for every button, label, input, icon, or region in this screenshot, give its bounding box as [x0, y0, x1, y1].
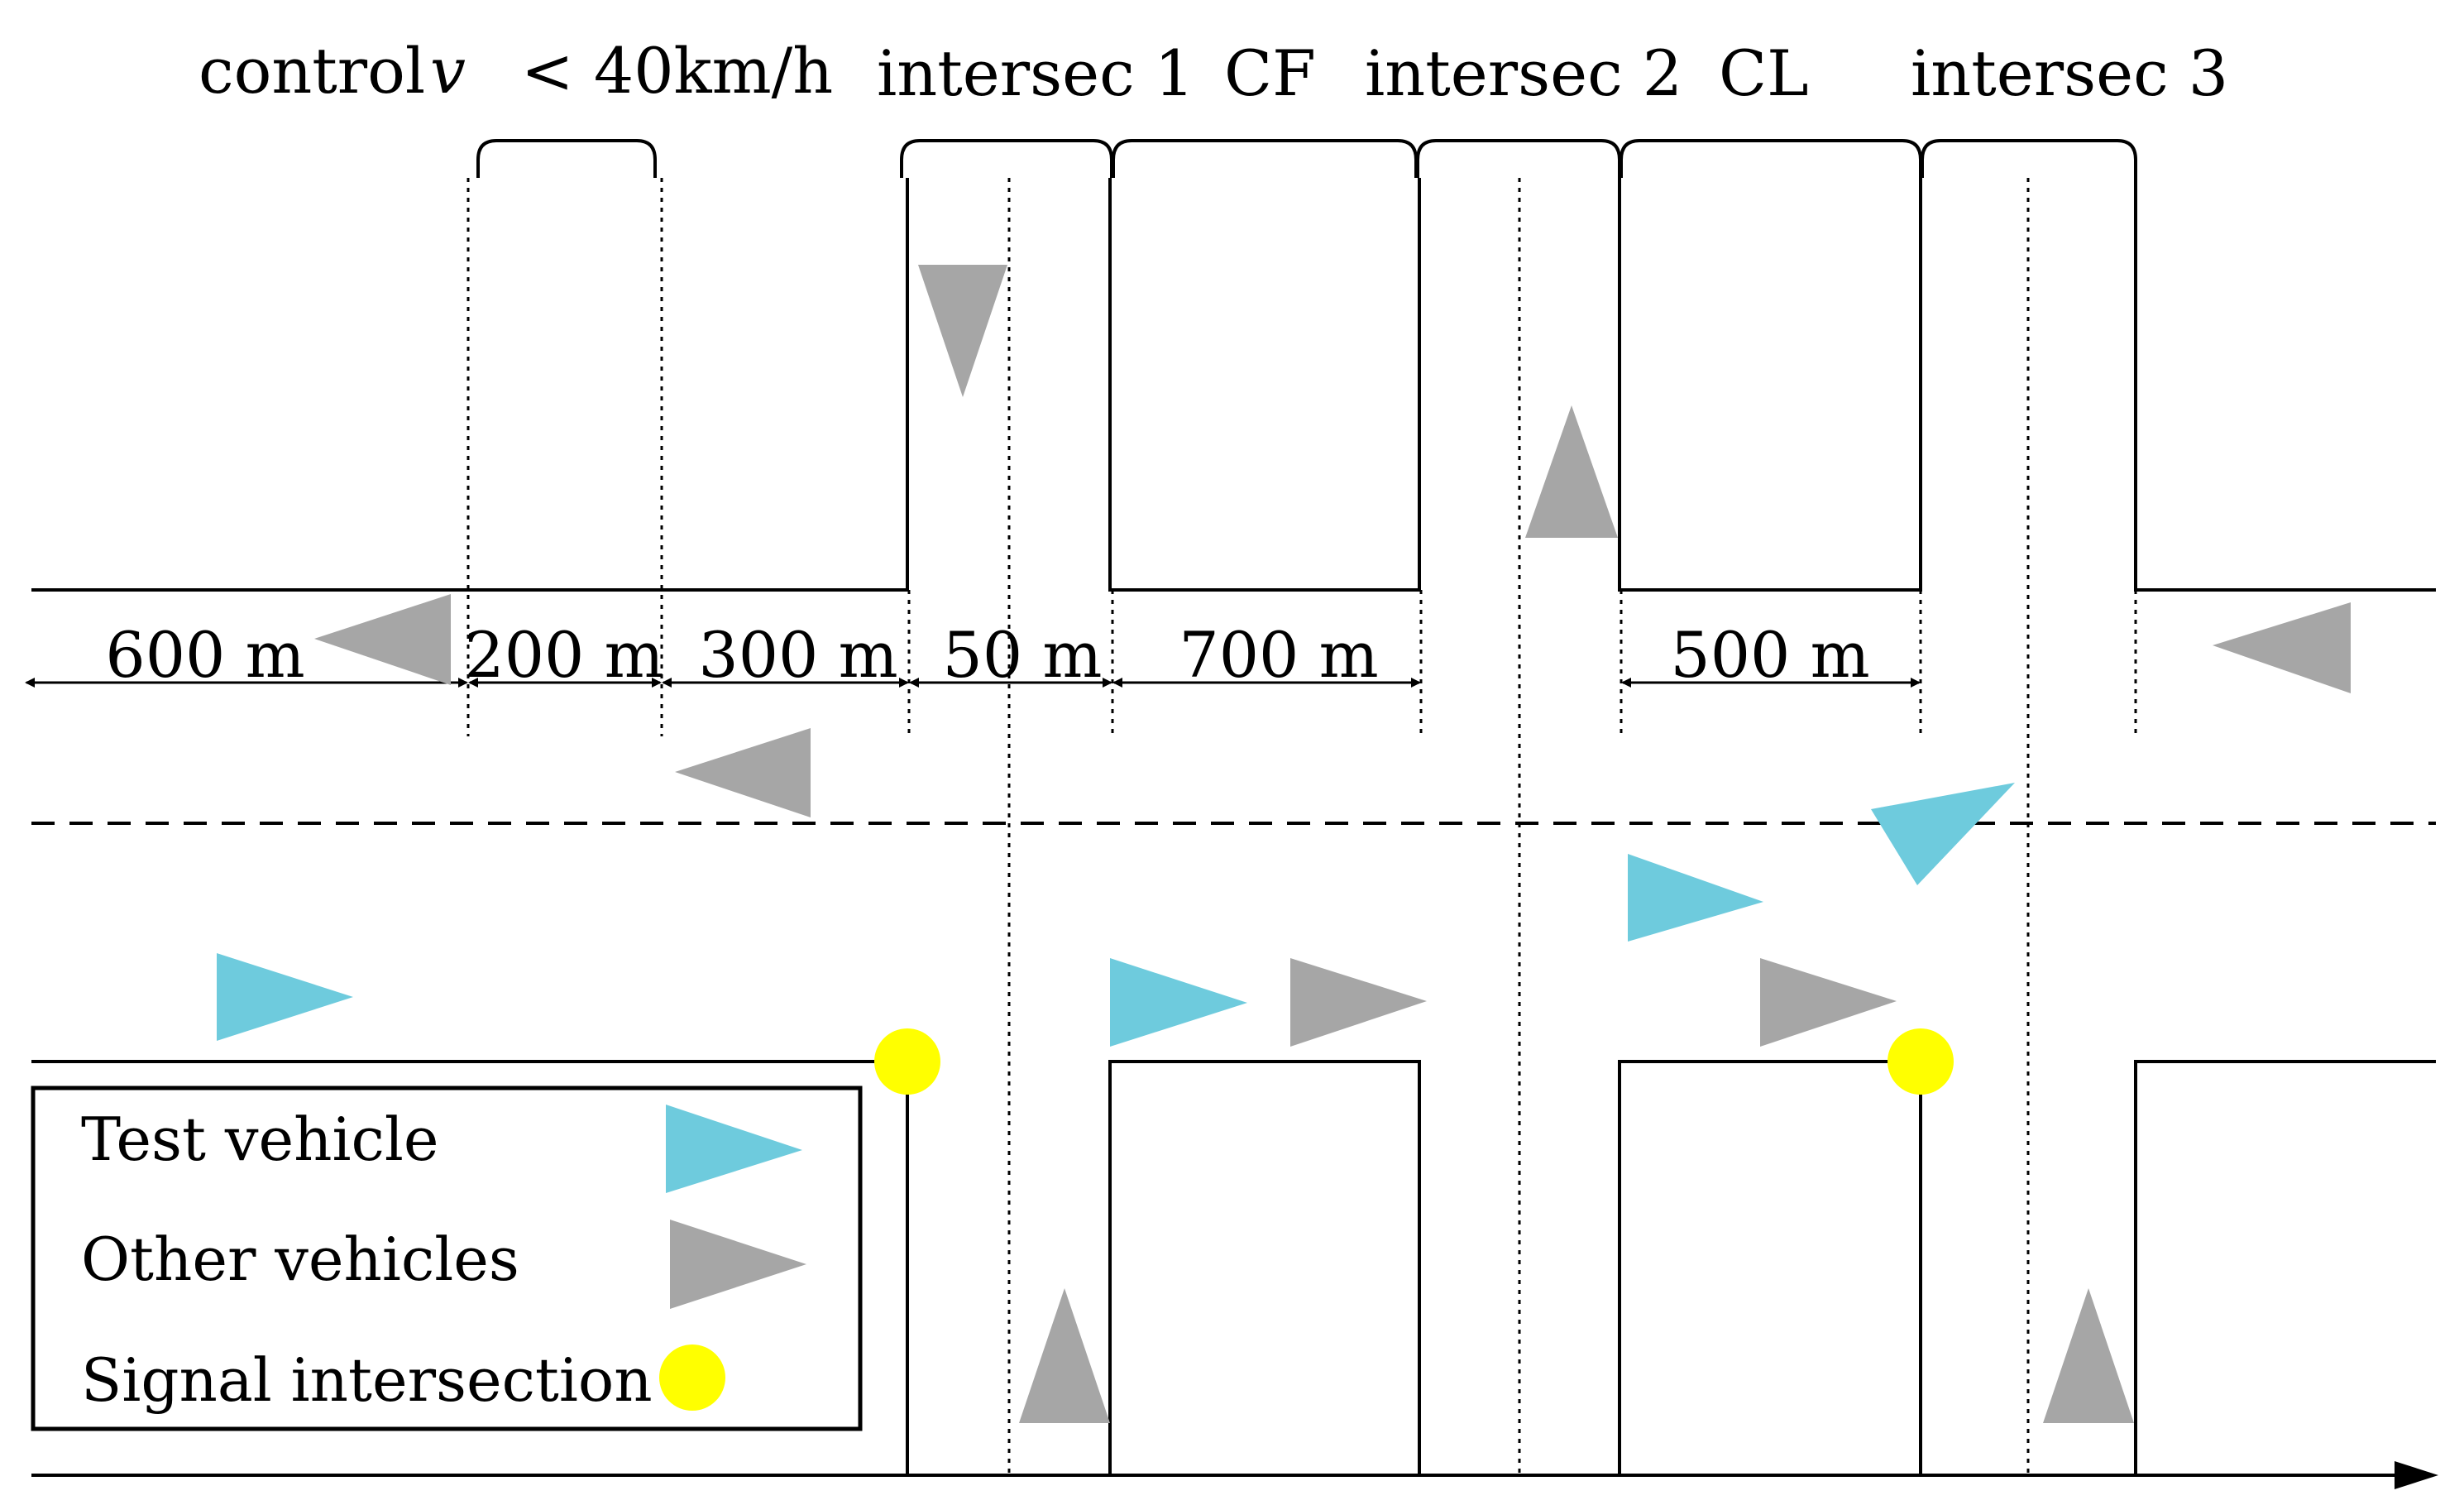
- other-vehicle-icon: [1760, 958, 1897, 1047]
- other-vehicle-icon: [1290, 958, 1427, 1047]
- other-vehicle-icon: [314, 594, 451, 685]
- signal-dot: [1887, 1028, 1954, 1095]
- cl-label: CL: [1719, 36, 1809, 110]
- other-vehicle-icon: [918, 265, 1007, 397]
- distance-label: 50 m: [943, 618, 1103, 692]
- distance-label: 500 m: [1670, 618, 1869, 692]
- upper-road-edge: [31, 178, 2436, 592]
- brace-cf: [1112, 139, 1418, 178]
- legend-test-vehicle-icon: [666, 1105, 802, 1193]
- brace-control-zone: [476, 139, 657, 178]
- other-vehicle-icon: [2213, 602, 2351, 693]
- test-vehicle-icon: [217, 953, 353, 1041]
- distance-label: 300 m: [698, 618, 897, 692]
- test-vehicle-icon: [1110, 958, 1247, 1047]
- brace-intersec-1: [900, 139, 1113, 178]
- velocity-symbol: v: [430, 34, 466, 108]
- brace-intersec-3: [1921, 139, 2137, 178]
- test-vehicle-icon: [1628, 854, 1763, 942]
- legend-signal-icon: [659, 1344, 725, 1411]
- other-vehicle-icon: [1019, 1288, 1110, 1423]
- other-vehicle-icon: [1525, 405, 1618, 538]
- legend: Test vehicle Other vehicles Signal inter…: [31, 1086, 863, 1431]
- intersec-2-label: intersec 2: [1365, 36, 1682, 110]
- distance-label: 600 m: [105, 618, 304, 692]
- control-label: control: [199, 34, 425, 108]
- intersec-1-label: intersec 1: [877, 36, 1194, 110]
- legend-test-vehicle-label: Test vehicle: [81, 1105, 438, 1174]
- brace-cl: [1620, 139, 1922, 178]
- test-vehicle-icon: [1871, 783, 2015, 885]
- header-braces: [476, 139, 2137, 178]
- dotted-guides: [466, 178, 2137, 1475]
- legend-signal-label: Signal intersection: [81, 1345, 653, 1415]
- distance-label: 700 m: [1179, 618, 1378, 692]
- baseline-arrowhead: [2395, 1461, 2438, 1489]
- other-vehicle-icon: [2043, 1288, 2134, 1423]
- test-vehicles: [217, 783, 2015, 1047]
- intersec-3-label: intersec 3: [1911, 36, 2228, 110]
- brace-intersec-2: [1416, 139, 1621, 178]
- cf-label: CF: [1224, 36, 1316, 110]
- legend-other-vehicle-icon: [670, 1220, 806, 1309]
- signal-intersections: [874, 1028, 1954, 1475]
- distance-label: 200 m: [464, 618, 663, 692]
- legend-other-vehicles-label: Other vehicles: [81, 1225, 519, 1294]
- speed-limit-label: < 40km/h: [521, 34, 833, 108]
- signal-dot: [874, 1028, 940, 1095]
- other-vehicle-icon: [675, 728, 811, 817]
- other-vehicles: [314, 265, 2351, 1423]
